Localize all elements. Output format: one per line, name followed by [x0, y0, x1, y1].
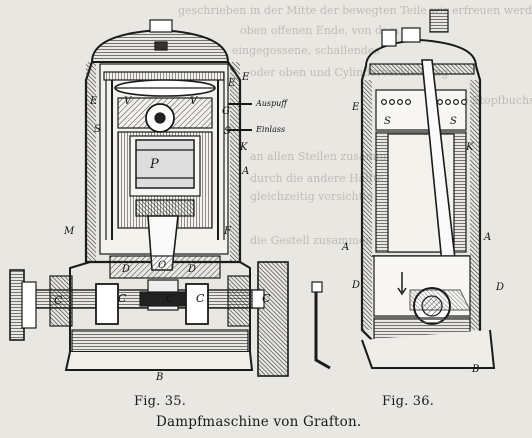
figure-35-drawing — [9, 19, 331, 377]
label-E-right: E — [227, 78, 236, 89]
label-E-ext: E — [241, 72, 250, 83]
caption-fig-35: Fig. 35. — [134, 394, 187, 409]
label-einlass: Einlass — [255, 125, 285, 134]
label-D-left: D — [121, 264, 130, 275]
label-D-right: D — [187, 264, 196, 275]
svg-text:oben offenen Ende, von dem: oben offenen Ende, von dem — [240, 24, 400, 37]
label-C-2: C — [118, 292, 127, 305]
label-B: B — [155, 372, 163, 383]
svg-text:die Gestell zusammen: die Gestell zusammen — [250, 234, 373, 247]
label-36-E: E — [351, 102, 360, 113]
bleed-through-text: geschrieben in der Mitte der bewegten Te… — [178, 4, 532, 247]
figure-36-labels: E S S K A A D D B — [341, 102, 504, 375]
label-G: G — [222, 106, 230, 117]
label-O: O — [158, 260, 166, 271]
label-F: F — [223, 226, 232, 237]
label-C-4: C — [196, 292, 205, 305]
svg-text:geschrieben in der Mitte der b: geschrieben in der Mitte der bewegten Te… — [178, 4, 532, 17]
label-S-left: S — [94, 124, 101, 135]
label-K: K — [239, 142, 248, 153]
label-C-5: C — [262, 292, 271, 305]
caption-fig-36: Fig. 36. — [382, 394, 435, 409]
label-36-B: B — [471, 364, 479, 375]
label-36-S-left: S — [384, 116, 391, 127]
label-C-3: C — [166, 292, 175, 305]
label-36-K: K — [465, 142, 474, 153]
figure-35-labels: E E V V E Auspuff G S S Einlass K P A M … — [54, 72, 288, 383]
main-caption: Dampfmaschine von Grafton. — [156, 414, 362, 430]
figure-36-drawing — [360, 9, 496, 369]
label-36-S-right: S — [450, 116, 457, 127]
label-M: M — [63, 226, 75, 237]
label-36-D-left: D — [351, 280, 360, 291]
svg-text:gleichzeitig vorsichtig: gleichzeitig vorsichtig — [250, 190, 374, 203]
label-V-right: V — [190, 96, 199, 107]
label-P: P — [149, 157, 159, 172]
label-36-A-left: A — [341, 242, 349, 253]
label-E-left: E — [89, 96, 98, 107]
label-V-left: V — [124, 96, 133, 107]
label-C-1: C — [54, 294, 63, 307]
svg-text:eingegossene, schallendes: eingegossene, schallendes — [232, 44, 380, 57]
label-36-A-right: A — [483, 232, 491, 243]
label-36-D-right: D — [495, 282, 504, 293]
label-A: A — [241, 166, 249, 177]
label-auspuff: Auspuff — [255, 99, 288, 108]
label-S-right: S — [224, 126, 231, 137]
